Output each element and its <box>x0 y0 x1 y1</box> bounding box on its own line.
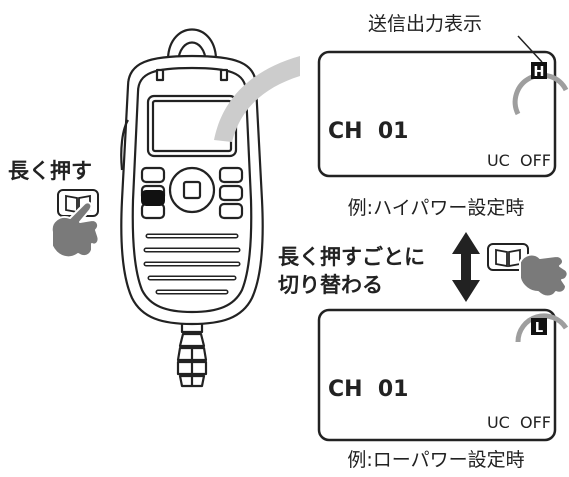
book-key-icon-right <box>487 243 529 271</box>
middle-instruction-line1: 長く押すごとに <box>278 245 425 269</box>
uc-status-low: UC OFF <box>487 413 551 432</box>
handheld-microphone-icon <box>120 28 264 388</box>
power-indicator-high: H <box>534 65 545 80</box>
channel-readout-high: CH 01 <box>328 119 409 144</box>
power-indicator-low: L <box>535 321 543 336</box>
caption-high-power: 例:ハイパワー設定時 <box>348 197 525 219</box>
pointing-hand-icon <box>50 201 100 259</box>
middle-instruction-line2: 切り替わる <box>278 273 383 297</box>
pointing-hand-icon-right <box>519 253 569 298</box>
display-high-power: H CH 01 UC OFF <box>317 50 569 178</box>
callout-leader-line <box>517 35 543 63</box>
callout-band <box>214 56 300 142</box>
tx-power-indicator-label: 送信出力表示 <box>368 13 482 35</box>
left-instruction-label: 長く押す <box>8 159 92 183</box>
channel-readout-low: CH 01 <box>328 377 409 402</box>
uc-status-high: UC OFF <box>487 151 551 170</box>
double-arrow-icon <box>452 232 480 302</box>
pressed-key <box>141 190 165 206</box>
caption-low-power: 例:ローパワー設定時 <box>347 449 524 471</box>
display-low-power: L CH 01 UC OFF <box>317 308 569 442</box>
